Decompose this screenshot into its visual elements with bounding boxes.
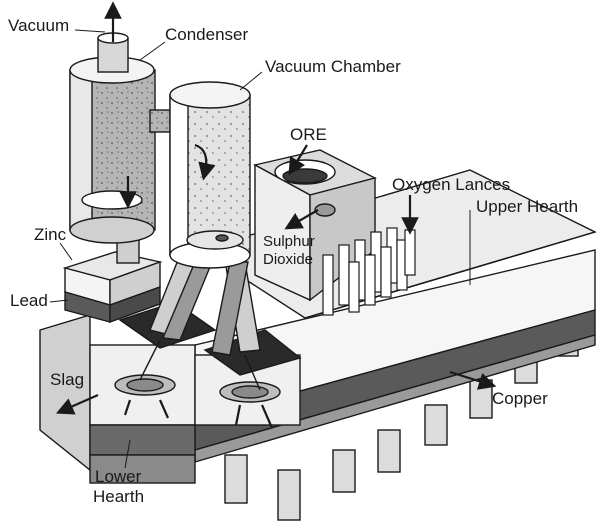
label-dioxide: Dioxide [263, 251, 313, 268]
label-ore: ORE [290, 125, 327, 144]
chamber-tubes [139, 254, 261, 391]
label-upper-hearth: Upper Hearth [476, 197, 578, 216]
label-vacuum: Vacuum [8, 16, 69, 35]
label-sulphur: Sulphur [263, 233, 315, 250]
label-condenser: Condenser [165, 25, 249, 44]
label-oxygen-lances: Oxygen Lances [392, 175, 510, 194]
label-lead: Lead [10, 291, 48, 310]
label-copper: Copper [492, 389, 548, 408]
label-vacuum-chamber: Vacuum Chamber [265, 57, 401, 76]
label-zinc: Zinc [34, 225, 67, 244]
label-slag: Slag [50, 370, 84, 389]
condenser-vessel [69, 32, 181, 244]
label-hearth: Hearth [93, 487, 144, 506]
leader-lines [49, 29, 471, 469]
lower-hearth-box [39, 314, 301, 484]
oxygen-lances [322, 227, 416, 316]
flow-arrows [55, 1, 497, 429]
vacuum-chamber-vessel [169, 81, 251, 269]
label-lower: Lower [95, 467, 142, 486]
